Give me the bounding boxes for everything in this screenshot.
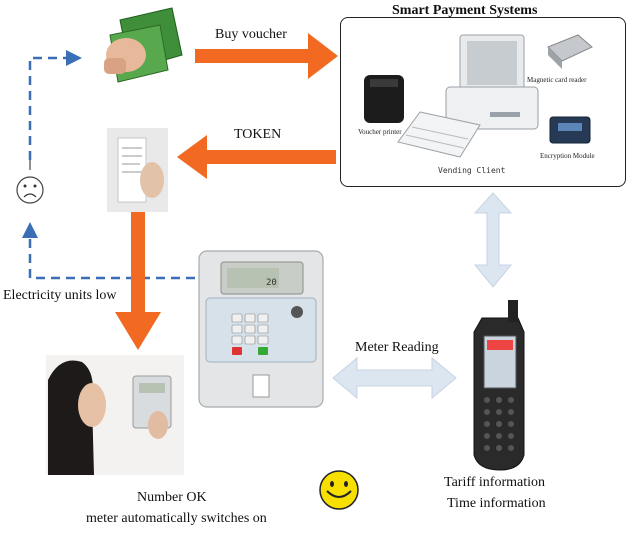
voucher-printer-icon (364, 75, 404, 123)
vending-client-label: Vending Client (438, 166, 506, 175)
magnetic-card-reader-icon (547, 34, 593, 69)
buy-voucher-label: Buy voucher (215, 27, 287, 42)
electricity-units-low-label: Electricity units low (3, 288, 117, 303)
sps-title: Smart Payment Systems (392, 3, 538, 18)
token-down-arrow (115, 210, 161, 350)
hand-money-icon (104, 7, 183, 83)
token-receipt-image (107, 128, 168, 212)
smart-meter-image: 20 (198, 250, 324, 408)
loop-arrowhead-right (66, 50, 82, 66)
computer-icon (445, 34, 539, 130)
token-arrow (177, 135, 336, 179)
encryption-module-icon (549, 116, 591, 144)
token-label: TOKEN (234, 127, 282, 142)
loop-arrowhead-up (22, 222, 38, 238)
feedback-loop-dashed (28, 56, 195, 280)
meter-reading-double-arrow (332, 356, 457, 400)
sps-handheld-double-arrow (473, 192, 513, 288)
sps-equipment (364, 34, 593, 158)
buy-voucher-arrow (195, 33, 338, 79)
time-information-label: Time information (447, 496, 546, 511)
encryption-module-label: Encryption Module (540, 152, 595, 160)
meter-display-value: 20 (266, 278, 277, 288)
tariff-information-label: Tariff information (444, 475, 546, 490)
number-ok-label: Number OK (137, 490, 207, 505)
customer-photo (46, 355, 184, 475)
keyboard-icon (397, 111, 481, 158)
meter-reading-label: Meter Reading (355, 340, 439, 355)
handheld-device-image (473, 300, 525, 471)
meter-switches-on-label: meter automatically switches on (86, 511, 267, 526)
voucher-printer-label: Voucher printer (358, 128, 402, 136)
magnetic-card-reader-label: Magnetic card reader (527, 76, 587, 84)
smiley-icon (319, 470, 359, 510)
sad-face-icon (16, 160, 44, 204)
